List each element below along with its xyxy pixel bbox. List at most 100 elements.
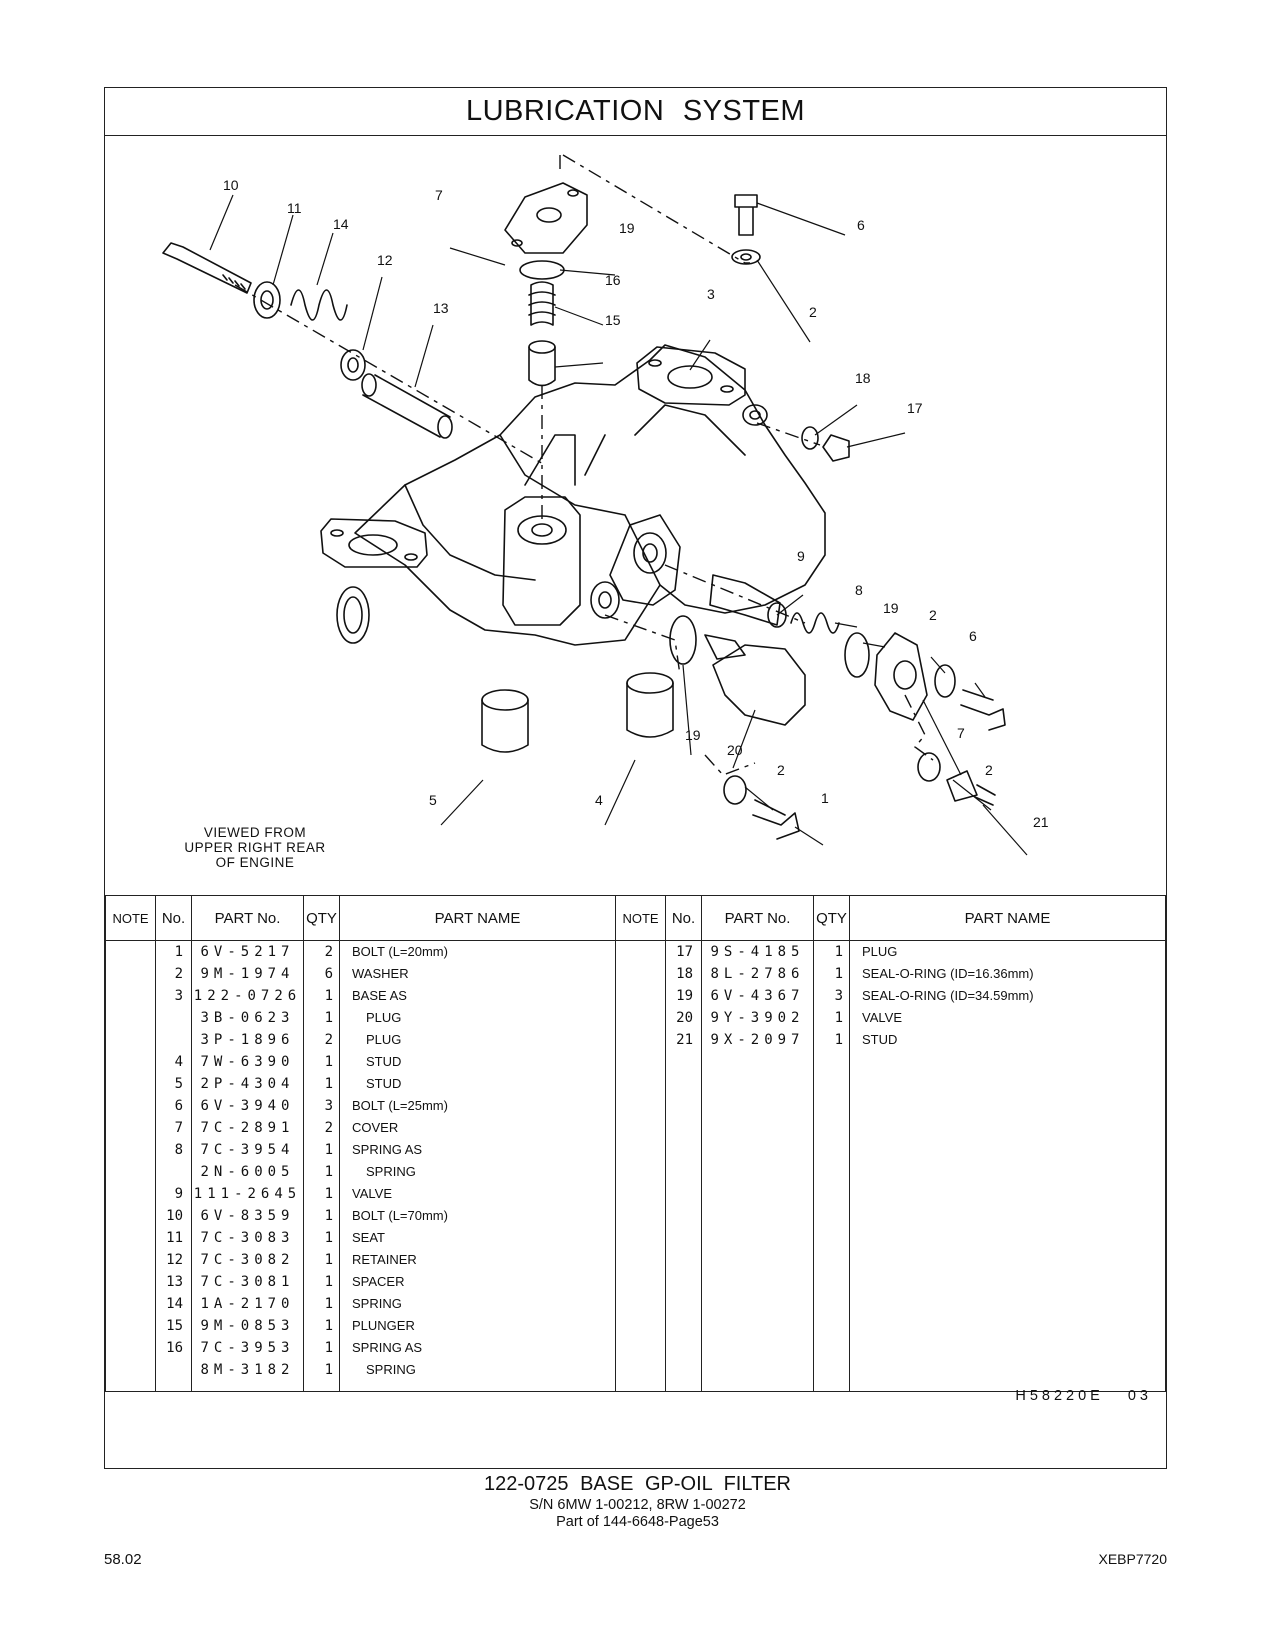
part-name-cell: STUD: [366, 1076, 402, 1091]
qty-cell: 1: [324, 1362, 333, 1378]
header-part-no-left: PART No.: [191, 895, 304, 941]
top-flange-port: [667, 365, 713, 389]
header-no-right: No.: [665, 895, 702, 941]
cover-top: [504, 182, 588, 254]
callout-11: 11: [287, 200, 302, 216]
item-no-cell: 5: [174, 1076, 183, 1092]
header-part-name-right: PART NAME: [849, 895, 1166, 941]
flange-hole: [404, 553, 418, 561]
part-no-cell: 9M-1974: [200, 966, 295, 982]
part-name-cell: PLUNGER: [352, 1318, 415, 1333]
valve-boss: [609, 514, 681, 606]
item-no-cell: 12: [166, 1252, 183, 1268]
plug-right: [822, 434, 850, 462]
part-name-cell: STUD: [862, 1032, 898, 1047]
callout-4: 4: [595, 792, 603, 808]
view-note-line: OF ENGINE: [215, 855, 295, 870]
assembly-line: [604, 614, 681, 676]
washer-top-hole: [740, 253, 752, 261]
qty-cell: 1: [834, 966, 843, 982]
part-no-cell: 6V-5217: [200, 944, 295, 960]
part-name-cell: VALVE: [862, 1010, 902, 1025]
o-ring-top: [519, 260, 565, 280]
left-outlet-inner: [343, 596, 363, 634]
callout-2-lower: 2: [777, 762, 785, 778]
qty-cell: 1: [324, 1208, 333, 1224]
part-no-cell: 7C-3953: [200, 1340, 295, 1356]
item-no-cell: 18: [676, 966, 693, 982]
part-no-cell: 111-2645: [193, 1186, 302, 1202]
qty-cell: 1: [324, 1252, 333, 1268]
retainer: [340, 349, 366, 381]
assembly-line: [756, 422, 821, 446]
exploded-view-drawing: 10 11 14 12 13 7 19 16 15 3 6 2 18 17 9 …: [162, 154, 1049, 856]
part-no-cell: 7C-3082: [200, 1252, 295, 1268]
cover-right-boss: [893, 660, 917, 690]
assembly-line: [904, 694, 934, 761]
qty-cell: 1: [324, 1010, 333, 1026]
qty-cell: 1: [324, 1076, 333, 1092]
part-name-cell: SEAL-O-RING (ID=16.36mm): [862, 966, 1034, 981]
part-of-reference: Part of 144-6648-Page53: [556, 1514, 719, 1530]
parts-list-table: NOTE No. PART No. QTY PART NAME NOTE No.…: [105, 895, 1166, 1392]
washer-lower-right: [917, 752, 941, 782]
callout-18: 18: [855, 370, 871, 386]
callout-10: 10: [223, 177, 239, 193]
long-bolt: [162, 242, 252, 294]
assembly-line: [559, 154, 750, 264]
part-name-cell: VALVE: [352, 1186, 392, 1201]
assembly-line: [234, 284, 546, 466]
part-no-cell: 7C-3083: [200, 1230, 295, 1246]
qty-cell: 2: [324, 1032, 333, 1048]
callout-2-right: 2: [929, 607, 937, 623]
part-no-cell: 9M-0853: [200, 1318, 295, 1334]
part-no-cell: 8L-2786: [710, 966, 805, 982]
bolt-right: [960, 689, 1006, 731]
part-name-cell: BOLT (L=25mm): [352, 1098, 448, 1113]
qty-cell: 1: [324, 1296, 333, 1312]
header-part-name-left: PART NAME: [339, 895, 616, 941]
qty-cell: 6: [324, 966, 333, 982]
part-name-cell: SPRING: [366, 1362, 416, 1377]
item-no-cell: 16: [166, 1340, 183, 1356]
part-name-cell: BASE AS: [352, 988, 407, 1003]
valve-body: [712, 644, 806, 726]
item-no-cell: 11: [166, 1230, 183, 1246]
stud-right: [626, 682, 674, 738]
retainer-hole: [347, 357, 359, 373]
callout-12: 12: [377, 252, 393, 268]
flange-hole: [648, 359, 662, 367]
callout-15: 15: [605, 312, 621, 328]
item-no-cell: 6: [174, 1098, 183, 1114]
callout-19-top: 19: [619, 220, 635, 236]
item-no-cell: 21: [676, 1032, 693, 1048]
part-name-cell: PLUG: [862, 944, 898, 959]
callout-8: 8: [855, 582, 863, 598]
part-name-cell: SPACER: [352, 1274, 405, 1289]
item-no-cell: 10: [166, 1208, 183, 1224]
item-no-cell: 4: [174, 1054, 183, 1070]
qty-cell: 1: [324, 1186, 333, 1202]
plunger-top: [528, 340, 556, 354]
qty-cell: 1: [324, 1164, 333, 1180]
view-note-line: VIEWED FROM: [203, 825, 307, 840]
center-column: [502, 496, 581, 626]
callout-13: 13: [433, 300, 449, 316]
item-no-cell: 14: [166, 1296, 183, 1312]
part-no-cell: 6V-3940: [200, 1098, 295, 1114]
item-no-cell: [156, 1029, 191, 1051]
item-no-cell: 1: [174, 944, 183, 960]
valve-stem: [704, 634, 746, 660]
valve-port: [633, 532, 667, 574]
part-name-cell: BOLT (L=70mm): [352, 1208, 448, 1223]
qty-cell: 1: [324, 988, 333, 1004]
table-header-row: NOTE No. PART No. QTY PART NAME NOTE No.…: [105, 895, 1166, 941]
item-no-cell: 9: [174, 1186, 183, 1202]
flange-hole: [330, 529, 344, 537]
qty-cell: 1: [834, 1032, 843, 1048]
callout-19-right: 19: [883, 600, 899, 616]
qty-cell: 1: [324, 1318, 333, 1334]
callout-2-lower-right: 2: [985, 762, 993, 778]
